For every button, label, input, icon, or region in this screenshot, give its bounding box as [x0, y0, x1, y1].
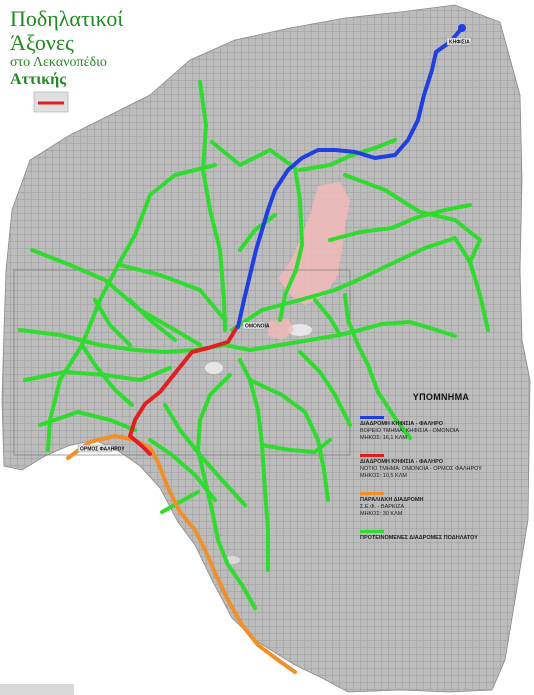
pink-hill-area — [268, 318, 294, 340]
legend-swatch-blue — [360, 416, 384, 419]
map-title-line2: Άξονες — [10, 30, 74, 55]
kifisia-marker — [458, 24, 466, 32]
legend-swatch-orange — [360, 492, 384, 495]
inset-frame — [13, 269, 351, 456]
legend-item-line: ΜΗΚΟΣ: 10,5 ΚΛΜ — [360, 473, 407, 479]
omonoia-label: ΟΜΟΝΟΙΑ — [245, 324, 270, 330]
map-title-line1: Ποδηλατικοί — [10, 6, 124, 31]
blue-route — [236, 26, 464, 329]
legend-item-orange: ΠΑΡΑΛΙΑΚΗ ΔΙΑΔΡΟΜΗ Σ.Ε.Φ. - ΒΑΡΚΙΖΑ ΜΗΚΟ… — [352, 492, 530, 518]
orange-coastal-route — [66, 434, 297, 674]
bottom-strip — [0, 684, 74, 695]
legend-item-line: ΝΟΤΙΟ ΤΜΗΜΑ: ΟΜΟΝΟΙΑ - ΟΡΜΟΣ ΦΑΛΗΡΟΥ — [360, 466, 482, 472]
faliro-label: ΟΡΜΟΣ ΦΑΛΗΡΟΥ — [80, 447, 125, 453]
omonoia-marker — [242, 321, 266, 330]
map-title-line4: Αττικής — [10, 71, 66, 88]
legend-item-line: ΔΙΑΔΡΟΜΗ ΚΗΦΙΣΙΑ - ΦΑΛΗΡΟ — [360, 459, 444, 465]
legend-item-line: ΒΟΡΕΙΟ ΤΜΗΜΑ: ΚΗΦΙΣΙΑ - ΟΜΟΝΟΙΑ — [360, 428, 460, 434]
legend-item-line: ΔΙΑΔΡΟΜΗ ΚΗΦΙΣΙΑ - ΦΑΛΗΡΟ — [360, 421, 444, 427]
legend-item-line: ΠΡΟΤΕΙΝΟΜΕΝΕΣ ΔΙΑΔΡΟΜΕΣ ΠΟΔΗΛΑΤΟΥ — [360, 535, 478, 541]
kifisia-label: ΚΗΦΙΣΙΑ — [449, 40, 470, 46]
legend-item-line: ΠΑΡΑΛΙΑΚΗ ΔΙΑΔΡΟΜΗ — [360, 497, 424, 503]
map-title-line3: στο Λεκανοπέδιο — [10, 55, 107, 70]
kifisia-label-bg — [446, 37, 472, 46]
legend-item-blue: ΔΙΑΔΡΟΜΗ ΚΗΦΙΣΙΑ - ΦΑΛΗΡΟ ΒΟΡΕΙΟ ΤΜΗΜΑ: … — [352, 416, 530, 442]
legend-swatch-green — [360, 530, 384, 533]
faliro-marker — [77, 444, 113, 453]
legend-item-green: ΠΡΟΤΕΙΝΟΜΕΝΕΣ ΔΙΑΔΡΟΜΕΣ ΠΟΔΗΛΑΤΟΥ — [352, 530, 530, 542]
legend-item-line: Σ.Ε.Φ. - ΒΑΡΚΙΖΑ — [360, 504, 405, 510]
legend-item-line: ΜΗΚΟΣ: 16,1 ΚΛΜ — [360, 435, 407, 441]
red-route — [128, 325, 239, 456]
lake-feature — [205, 362, 223, 374]
legend-item-red: ΔΙΑΔΡΟΜΗ ΚΗΦΙΣΙΑ - ΦΑΛΗΡΟ ΝΟΤΙΟ ΤΜΗΜΑ: Ο… — [352, 454, 530, 480]
legend-swatch-red — [360, 454, 384, 457]
lake-feature — [288, 324, 312, 336]
green-routes — [18, 80, 490, 610]
legend: ΥΠΟΜΝΗΜΑ ΔΙΑΔΡΟΜΗ ΚΗΦΙΣΙΑ - ΦΑΛΗΡΟ ΒΟΡΕΙ… — [352, 392, 530, 554]
legend-title: ΥΠΟΜΝΗΜΑ — [412, 392, 470, 402]
legend-item-line: ΜΗΚΟΣ: 30 ΚΛΜ — [360, 511, 403, 517]
